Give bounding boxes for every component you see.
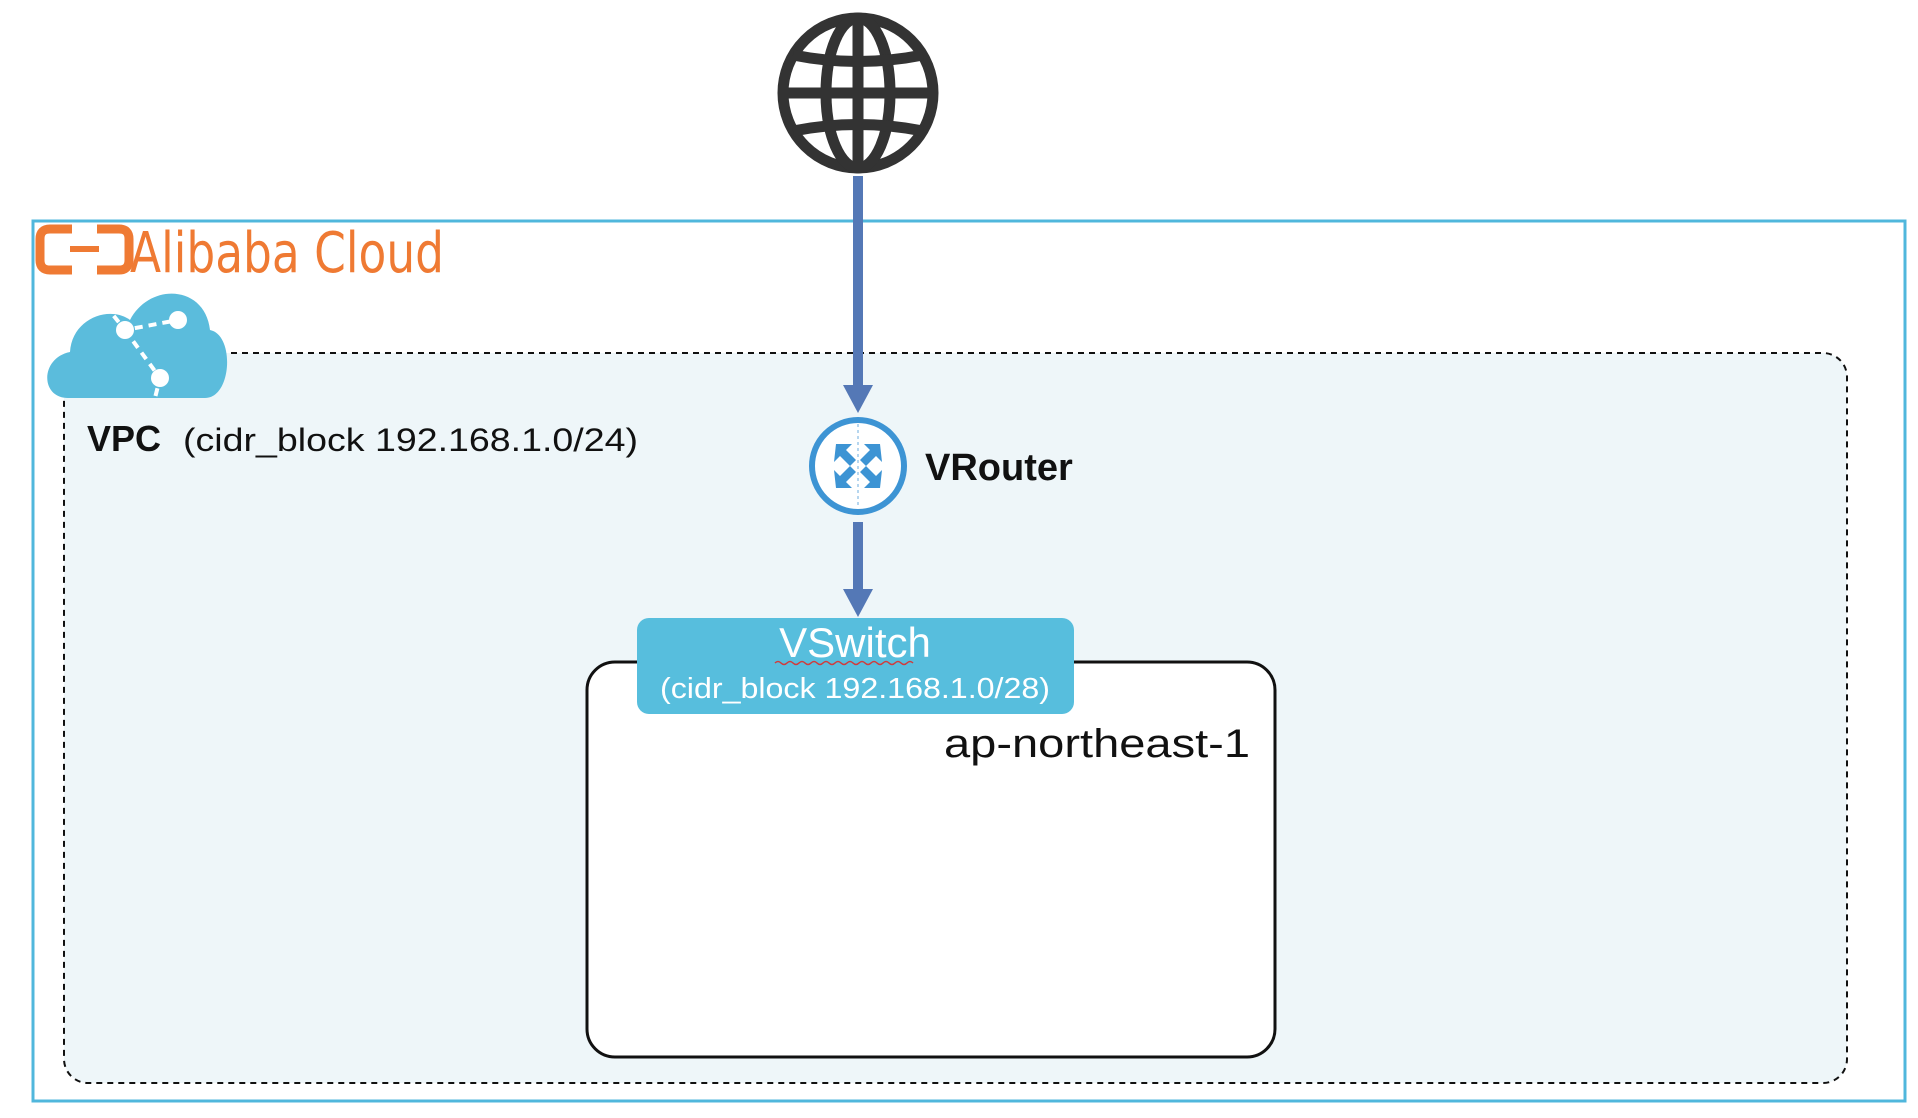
vswitch-box (637, 618, 1074, 714)
zone-label: ap-northeast-1 (944, 722, 1250, 766)
internet-to-router-arrow (843, 176, 873, 413)
vpc-cidr: (cidr_block 192.168.1.0/24) (183, 422, 638, 458)
router-to-vswitch-arrow (843, 522, 873, 617)
vswitch-cidr: (cidr_block 192.168.1.0/28) (660, 673, 1050, 705)
alibaba-cloud-logo-icon (35, 224, 134, 275)
router-icon (809, 417, 907, 515)
brand-name: Alibaba Cloud (130, 221, 444, 286)
spellcheck-underline (774, 660, 914, 666)
globe-icon (777, 12, 939, 174)
vrouter-label: VRouter (925, 447, 1073, 489)
vpc-cloud-icon (47, 293, 228, 399)
vswitch-title: VSwitch (779, 619, 931, 666)
vpc-label: VPC (87, 418, 161, 459)
